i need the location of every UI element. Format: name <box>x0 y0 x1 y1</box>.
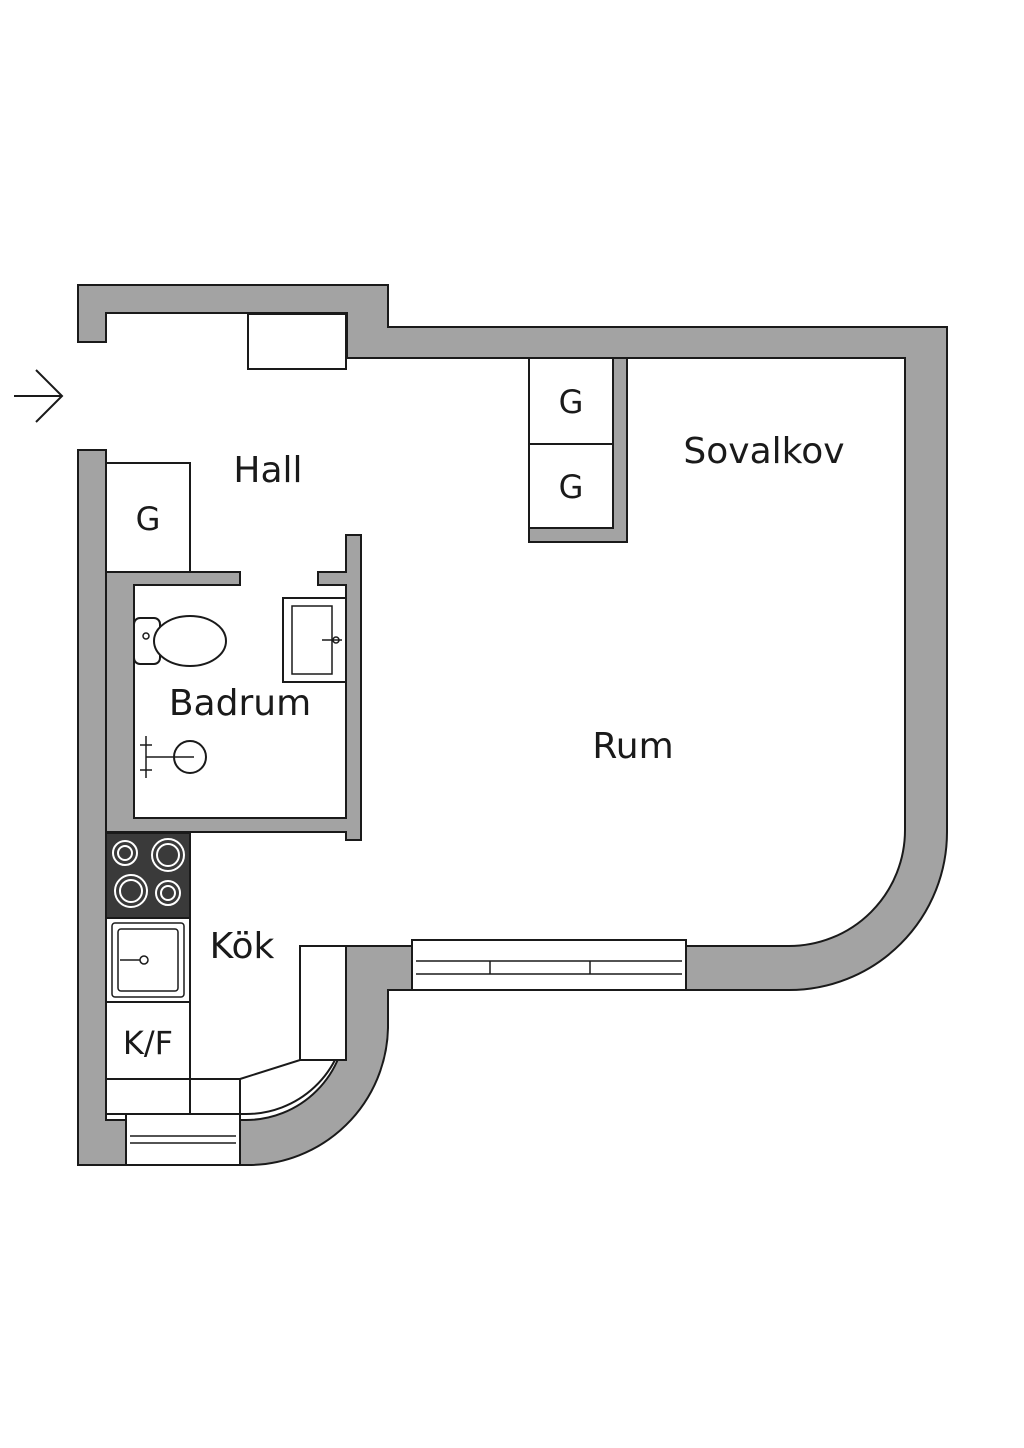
shower-icon <box>140 736 207 778</box>
bathroom-walls <box>105 534 362 841</box>
hall-closet <box>105 462 191 573</box>
hall-cabinet <box>247 313 347 370</box>
fridge <box>105 1001 191 1080</box>
toilet-icon <box>133 615 227 667</box>
closet-upper <box>528 357 614 445</box>
room-label-kok: Kök <box>210 926 275 967</box>
sink-icon <box>282 597 347 683</box>
closet-upper-label: G <box>559 383 584 421</box>
room-label-badrum: Badrum <box>169 683 311 724</box>
kitchen-counter-bottom <box>105 1078 241 1115</box>
room-label-rum: Rum <box>592 726 673 767</box>
wall-top-left <box>77 284 948 1166</box>
exterior-walls <box>77 284 948 1166</box>
closet-lower <box>528 443 614 529</box>
fridge-label: K/F <box>123 1024 173 1062</box>
stove-burners <box>112 838 185 908</box>
hall-closet-label: G <box>136 500 161 538</box>
stove-icon <box>105 832 191 919</box>
room-label-hall: Hall <box>233 450 302 491</box>
room-label-sovalkov: Sovalkov <box>683 431 844 472</box>
room-window <box>411 939 687 991</box>
kitchen-sink-icon <box>111 922 185 998</box>
arrow-right-icon <box>14 369 64 423</box>
closet-lower-label: G <box>559 468 584 506</box>
kitchen-counter-right <box>299 945 347 1061</box>
kitchen-window <box>125 1113 241 1166</box>
sovalkov-partition <box>528 357 628 543</box>
